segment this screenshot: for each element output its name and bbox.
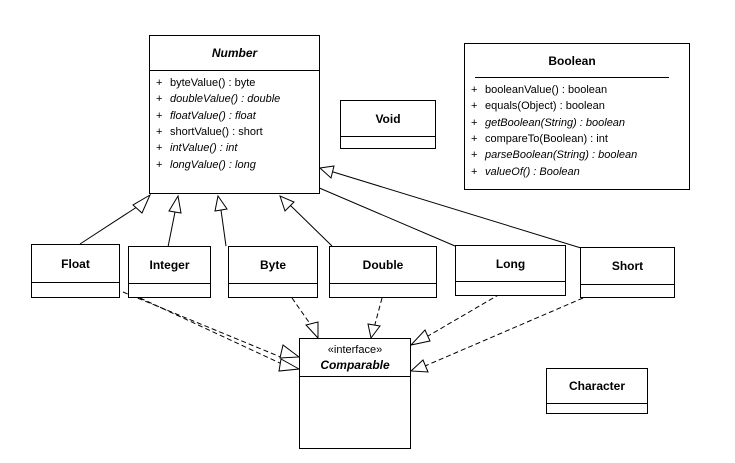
- boolean-operation: + valueOf() : Boolean: [465, 163, 689, 179]
- visibility-public: +: [471, 165, 478, 178]
- class-integer[interactable]: Integer: [128, 246, 211, 298]
- class-boolean[interactable]: Boolean + booleanValue() : boolean + equals…: [464, 43, 690, 190]
- interface-comparable-name: Comparable: [300, 356, 410, 377]
- visibility-public: +: [156, 142, 163, 155]
- realization-float: [122, 291, 284, 359]
- operation-signature: getBoolean(String) : boolean: [485, 116, 626, 129]
- number-operation: + byteValue() : byte: [150, 75, 319, 91]
- realization-short: [424, 297, 584, 367]
- class-long-name: Long: [456, 246, 565, 282]
- generalization-float: [79, 202, 144, 245]
- realization-double: [373, 297, 383, 329]
- operation-signature: intValue() : int: [170, 142, 238, 155]
- visibility-public: +: [156, 126, 163, 139]
- realization-arrowhead-byte: [305, 321, 319, 340]
- realization-integer: [139, 297, 283, 365]
- arrowhead-byte: [214, 194, 228, 212]
- operation-signature: floatValue() : float: [170, 109, 256, 122]
- generalization-double: [288, 203, 333, 247]
- realization-arrowhead-short: [409, 359, 429, 373]
- class-double-name: Double: [330, 247, 436, 284]
- visibility-public: +: [156, 158, 163, 171]
- class-short-name: Short: [581, 248, 674, 285]
- class-character[interactable]: Character: [546, 368, 648, 414]
- operation-signature: byteValue() : byte: [170, 77, 256, 90]
- boolean-operation: + compareTo(Boolean) : int: [465, 131, 689, 147]
- class-number-name: Number: [150, 36, 319, 71]
- visibility-public: +: [471, 100, 478, 113]
- realization-arrowhead-long: [409, 329, 431, 346]
- realization-byte: [291, 297, 314, 329]
- interface-stereotype: «interface»: [327, 344, 383, 356]
- visibility-public: +: [471, 133, 478, 146]
- generalization-short: [329, 170, 582, 249]
- number-operation: + longValue() : long: [150, 156, 319, 172]
- number-operation: + doubleValue() : double: [150, 91, 319, 107]
- operation-signature: shortValue() : short: [170, 126, 263, 139]
- class-double[interactable]: Double: [329, 246, 437, 298]
- class-byte[interactable]: Byte: [228, 246, 318, 298]
- visibility-public: +: [471, 149, 478, 162]
- class-float-name: Float: [32, 245, 119, 283]
- class-byte-name: Byte: [229, 247, 317, 284]
- class-character-name: Character: [547, 369, 647, 404]
- operation-signature: compareTo(Boolean) : int: [485, 133, 608, 146]
- class-float[interactable]: Float: [31, 244, 120, 298]
- class-integer-name: Integer: [129, 247, 210, 284]
- realization-long: [427, 293, 501, 337]
- operation-signature: longValue() : long: [170, 158, 256, 171]
- generalization-byte: [220, 209, 227, 247]
- class-short[interactable]: Short: [580, 247, 675, 298]
- arrowhead-integer: [168, 194, 182, 214]
- class-number[interactable]: Number + byteValue() : byte + doubleValue()…: [149, 35, 320, 194]
- class-void[interactable]: Void: [340, 100, 436, 149]
- visibility-public: +: [156, 109, 163, 122]
- realization-arrowhead-float: [279, 344, 301, 359]
- realization-arrowhead-integer: [278, 358, 301, 372]
- class-long[interactable]: Long: [455, 245, 566, 296]
- class-boolean-operations: + booleanValue() : boolean + equals(Object)…: [465, 78, 689, 180]
- number-operation: + floatValue() : float: [150, 108, 319, 124]
- arrowhead-double: [279, 195, 295, 212]
- operation-signature: booleanValue() : boolean: [485, 84, 608, 97]
- visibility-public: +: [156, 77, 163, 90]
- boolean-operation: + equals(Object) : boolean: [465, 98, 689, 114]
- boolean-operation: + parseBoolean(String) : boolean: [465, 147, 689, 163]
- interface-comparable[interactable]: «interface» Comparable: [299, 338, 411, 449]
- generalization-long: [309, 183, 456, 247]
- visibility-public: +: [471, 84, 478, 97]
- visibility-public: +: [471, 116, 478, 129]
- number-operation: + intValue() : int: [150, 140, 319, 156]
- generalization-integer: [167, 211, 176, 248]
- class-number-operations: + byteValue() : byte + doubleValue() : doub…: [150, 71, 319, 173]
- operation-signature: valueOf() : Boolean: [485, 165, 580, 178]
- visibility-public: +: [156, 93, 163, 106]
- number-operation: + shortValue() : short: [150, 124, 319, 140]
- arrowhead-short: [318, 165, 335, 179]
- boolean-operation: + booleanValue() : boolean: [465, 82, 689, 98]
- arrowhead-float: [132, 193, 152, 214]
- operation-signature: doubleValue() : double: [170, 93, 281, 106]
- class-boolean-name: Boolean: [475, 44, 669, 78]
- boolean-operation: + getBoolean(String) : boolean: [465, 115, 689, 131]
- operation-signature: equals(Object) : boolean: [485, 100, 605, 113]
- operation-signature: parseBoolean(String) : boolean: [485, 149, 638, 162]
- class-void-name: Void: [341, 101, 435, 137]
- realization-arrowhead-double: [367, 323, 381, 340]
